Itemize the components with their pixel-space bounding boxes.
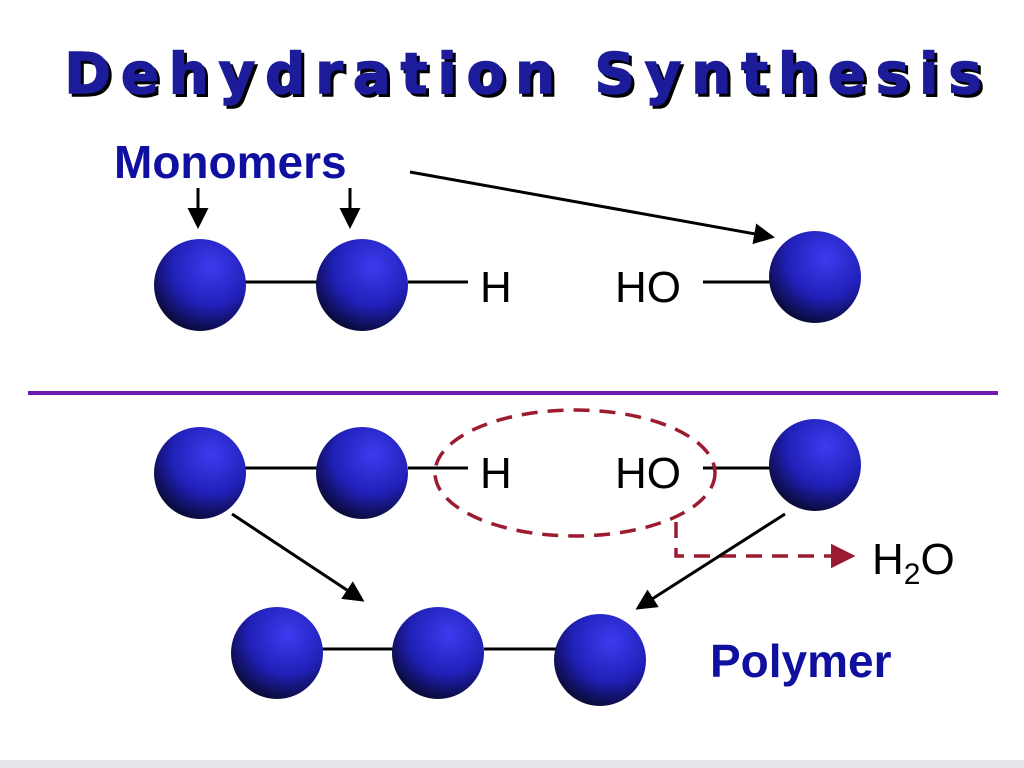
page-title-shadow: Dehydration Synthesis [67,45,994,110]
polymer-sphere [392,607,484,699]
polymer-arrow-left [231,512,365,602]
monomer-sphere [154,427,246,519]
water-removal-ellipse [433,408,717,538]
bottom-band [0,760,1024,768]
monomer-arrow-3 [409,170,775,245]
page-title: Dehydration Synthesis [64,42,991,107]
polymer-sphere [231,607,323,699]
water-release-arrow [674,522,856,569]
monomer-sphere [316,239,408,331]
monomer-sphere [316,427,408,519]
hydrogen-label: H [480,449,512,498]
polymer-sphere [554,614,646,706]
monomer-sphere [769,419,861,511]
top-row: H HO [154,231,861,331]
monomer-sphere [154,239,246,331]
monomer-sphere [769,231,861,323]
hydroxyl-label: HO [615,449,681,498]
water-label: H2O [872,535,955,591]
hydrogen-label: H [480,263,512,312]
monomers-label: Monomers [114,136,347,188]
hydroxyl-label: HO [615,263,681,312]
polymer-row [231,607,646,706]
polymer-arrow-right [635,512,786,610]
polymer-label: Polymer [710,635,892,687]
middle-row: H HO [154,408,861,569]
